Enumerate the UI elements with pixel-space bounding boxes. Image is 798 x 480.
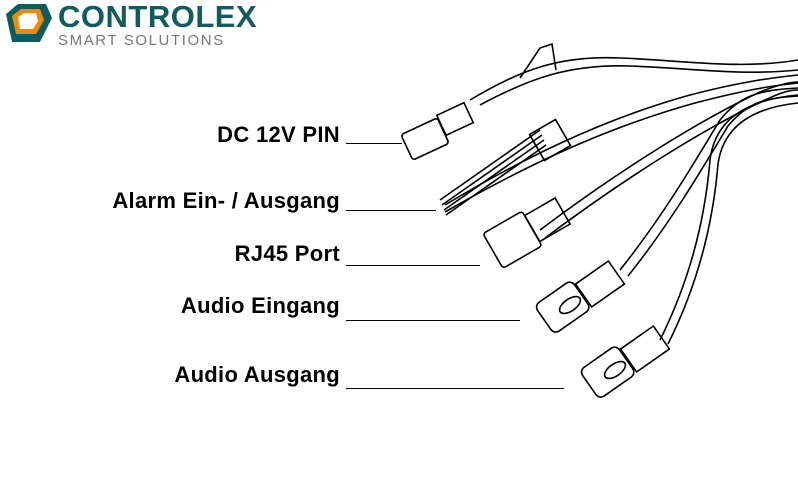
leader-line-dc (346, 143, 402, 144)
leader-line-alarm (346, 210, 436, 211)
label-audio-out: Audio Ausgang (174, 362, 340, 387)
label-alarm: Alarm Ein- / Ausgang (112, 188, 340, 213)
leader-line-rj45 (346, 265, 480, 266)
label-rj45: RJ45 Port (234, 241, 340, 266)
leader-line-audio-out (346, 388, 564, 389)
label-dc-12v-pin: DC 12V PIN (217, 122, 340, 147)
cables (401, 42, 798, 398)
logo-name: CONTROLEX (58, 0, 258, 34)
label-audio-in: Audio Eingang (180, 293, 340, 318)
leader-line-audio-in (346, 320, 520, 321)
logo-icon (6, 4, 52, 42)
logo-tagline: SMART SOLUTIONS (58, 32, 225, 49)
